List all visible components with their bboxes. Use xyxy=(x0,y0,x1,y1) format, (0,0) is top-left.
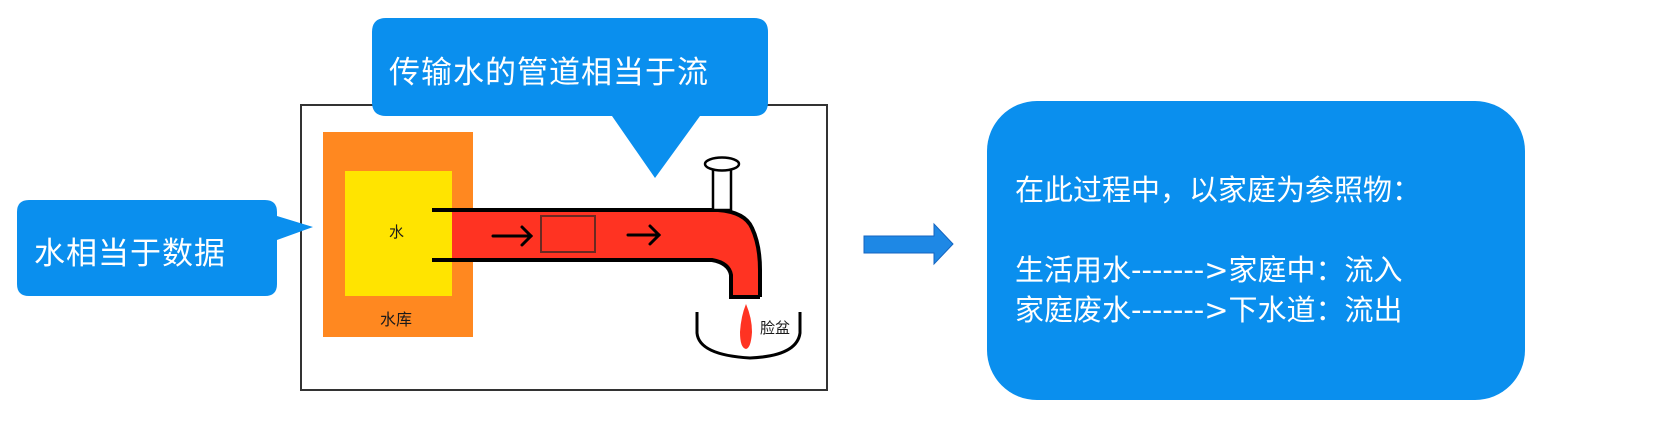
data-packet-box xyxy=(540,215,596,253)
stream-callout-text: 传输水的管道相当于流 xyxy=(389,55,709,91)
data-callout-bubble xyxy=(17,200,313,296)
reservoir-label: 水库 xyxy=(380,310,413,329)
basin-icon xyxy=(695,312,802,360)
faucet-handle-icon xyxy=(703,156,741,172)
stream-callout-bubble xyxy=(372,18,768,178)
flow-arrow-icon xyxy=(626,224,662,246)
result-line-outflow: 家庭废水------->下水道：流出 xyxy=(1015,293,1403,327)
flow-arrow-icon xyxy=(491,225,534,247)
result-heading: 在此过程中，以家庭为参照物： xyxy=(1015,173,1422,207)
water-box xyxy=(345,171,452,296)
result-box xyxy=(987,101,1525,400)
transition-arrow-icon xyxy=(863,222,954,266)
result-spacer xyxy=(1015,210,1421,250)
water-label: 水 xyxy=(389,223,405,241)
data-callout-text: 水相当于数据 xyxy=(34,236,226,272)
result-line-inflow: 生活用水------->家庭中：流入 xyxy=(1015,253,1403,287)
basin-label: 脸盆 xyxy=(760,319,791,337)
result-box-text: 在此过程中，以家庭为参照物： 生活用水------->家庭中：流入 家庭废水--… xyxy=(1015,170,1421,330)
water-drop-icon xyxy=(740,304,752,349)
faucet-stem xyxy=(711,167,733,212)
pipe-bottom-edge xyxy=(432,258,760,299)
pipe-top-edge xyxy=(432,208,762,297)
